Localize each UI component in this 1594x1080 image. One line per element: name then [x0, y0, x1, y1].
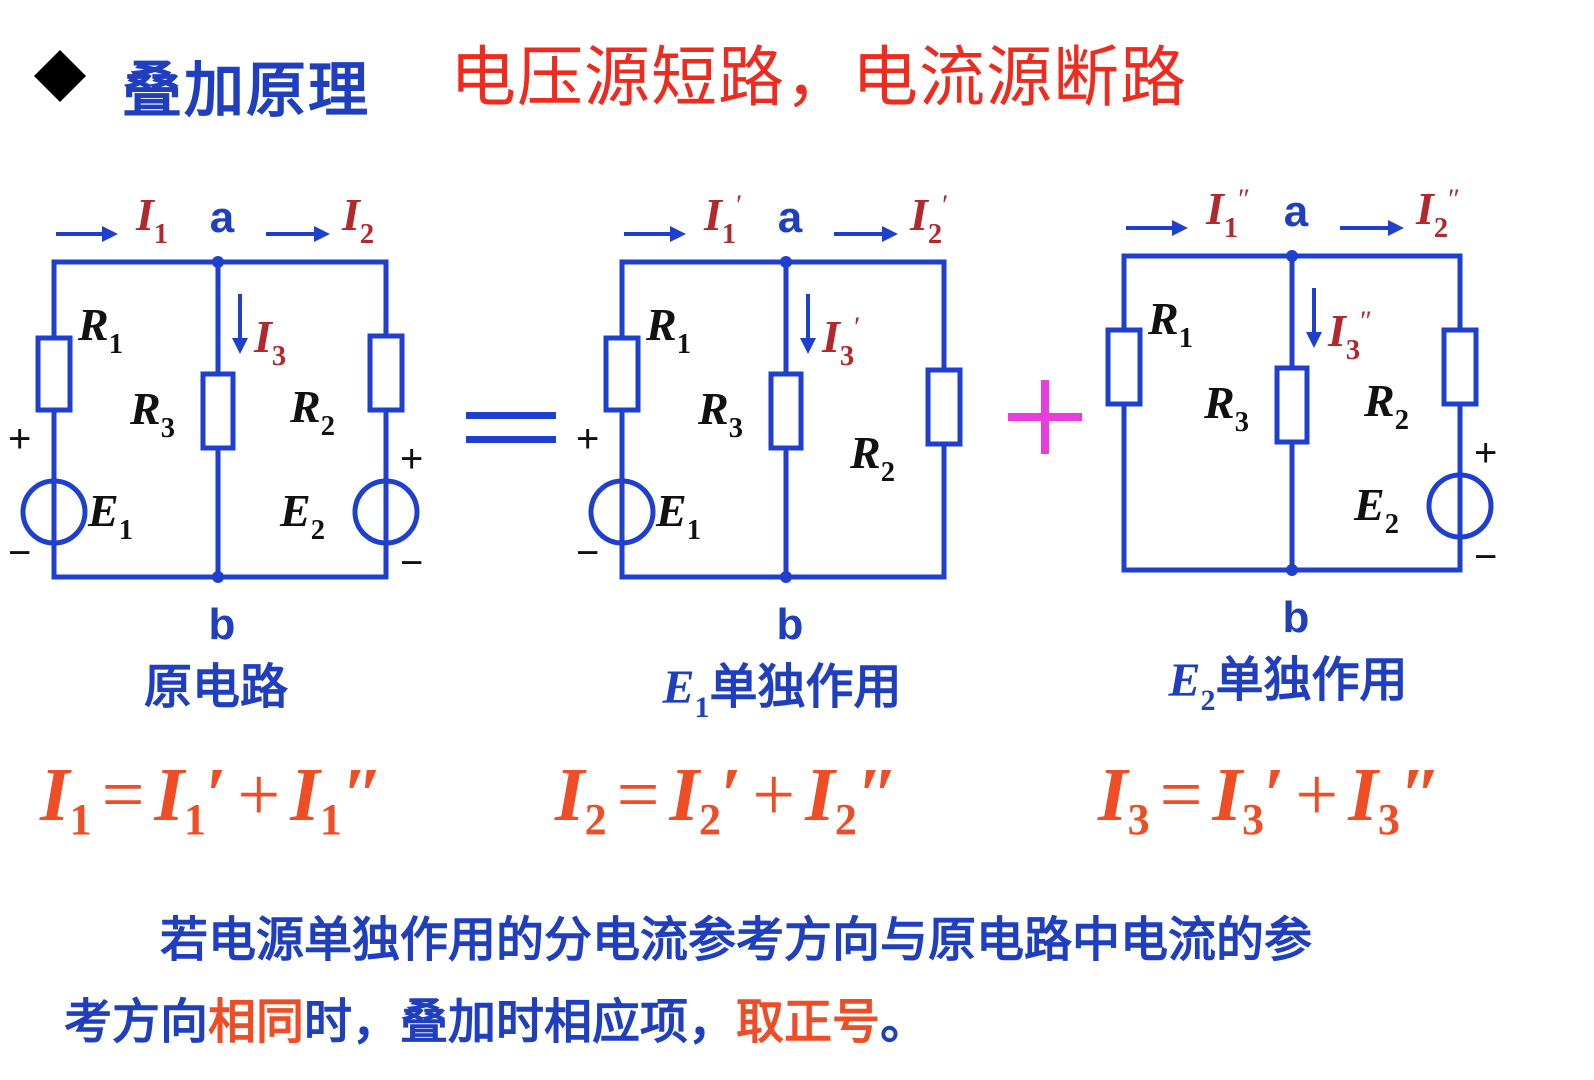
resistor-r1 — [603, 335, 641, 413]
arrow-i1-head — [102, 226, 118, 242]
label-r1: R1 — [77, 299, 123, 360]
note-line-1: 若电源单独作用的分电流参考方向与原电路中电流的参 — [160, 912, 1313, 968]
polarity-plus: + — [1474, 431, 1497, 475]
arrow-i2-head — [882, 226, 898, 242]
arrow-i3-head — [232, 338, 248, 354]
resistor-r2 — [1441, 327, 1479, 407]
polarity-plus: + — [8, 417, 31, 461]
plus-bar-v — [1041, 380, 1049, 454]
voltage-source-e1 — [588, 478, 656, 546]
node-label-a: a — [210, 193, 235, 242]
voltage-source-e2 — [352, 478, 420, 546]
node-dot — [212, 256, 224, 268]
label-i1: I1′ — [703, 189, 742, 250]
caption-source-acting-alone: E2单独作用 — [1167, 654, 1407, 717]
label-i2: I2 — [341, 189, 374, 250]
plus-sign: + — [0, 0, 1082, 454]
label-r1: R1 — [645, 299, 691, 360]
page-subtitle: 电压源短路，电流源断路 — [450, 39, 1187, 116]
label-e1: E1 — [87, 485, 133, 546]
arrow-i2-head — [1388, 220, 1404, 236]
formula-i2: I2=I2′+I2″ — [555, 753, 899, 844]
label-i1: I1″ — [1205, 183, 1250, 244]
diamond-bullet-icon — [34, 50, 86, 102]
node-label-b: b — [209, 600, 236, 649]
voltage-source-e1 — [20, 478, 88, 546]
resistor-r2 — [925, 367, 963, 447]
label-r3: R3 — [129, 383, 175, 444]
plus-text: + — [0, 0, 1, 1]
resistor-r3 — [768, 371, 804, 451]
label-r3: R3 — [697, 383, 743, 444]
node-label-a: a — [778, 193, 803, 242]
voltage-source-e2 — [1426, 472, 1494, 540]
label-i3: I3′ — [821, 311, 860, 372]
label-i3: I3 — [253, 311, 286, 372]
equals-sign: = — [0, 0, 556, 443]
label-i2: I2′ — [909, 189, 948, 250]
label-r2: R2 — [1363, 375, 1409, 436]
caption-source-acting-alone: E1单独作用 — [661, 661, 901, 724]
label-e2: E2 — [1353, 479, 1399, 540]
resistor-r1 — [35, 335, 73, 413]
formula-i1: I1=I1′+I1″ — [40, 753, 384, 844]
label-r1: R1 — [1147, 293, 1193, 354]
formula-i3: I3=I3′+I3″ — [1098, 753, 1442, 844]
polarity-minus: − — [576, 531, 599, 575]
label-i3: I3″ — [1327, 305, 1372, 366]
polarity-minus: − — [1474, 535, 1497, 579]
label-r2: R2 — [289, 381, 335, 442]
polarity-minus: − — [400, 541, 423, 585]
resistor-r3 — [200, 371, 236, 451]
node-dot — [780, 256, 792, 268]
arrow-i2-head — [314, 226, 330, 242]
node-label-a: a — [1284, 187, 1309, 236]
label-r2: R2 — [849, 427, 895, 488]
label-e2: E2 — [279, 485, 325, 546]
polarity-plus: + — [576, 417, 599, 461]
node-dot — [212, 571, 224, 583]
node-dot — [1286, 564, 1298, 576]
label-r3: R3 — [1203, 377, 1249, 438]
arrow-i1-head — [670, 226, 686, 242]
arrow-i1-head — [1172, 220, 1188, 236]
equals-text: = — [0, 0, 1, 1]
polarity-minus: − — [8, 531, 31, 575]
label-e1: E1 — [655, 485, 701, 546]
resistor-r3 — [1274, 365, 1310, 445]
resistor-r2 — [367, 333, 405, 413]
arrow-i3-head — [800, 338, 816, 354]
node-dot — [1286, 250, 1298, 262]
label-i1: I1 — [135, 189, 168, 250]
label-i2: I2″ — [1415, 183, 1460, 244]
resistor-r1 — [1105, 327, 1143, 407]
node-dot — [780, 571, 792, 583]
caption-original-circuit: 原电路 — [144, 661, 289, 714]
equals-bar-top — [466, 412, 556, 419]
node-label-b: b — [777, 600, 804, 649]
equals-bar-bottom — [466, 436, 556, 443]
node-label-b: b — [1283, 593, 1310, 642]
polarity-plus: + — [400, 437, 423, 481]
note-highlight-positive: 取正号 — [736, 994, 881, 1050]
page-title: 叠加原理 — [122, 56, 370, 126]
note-highlight-same: 相同 — [208, 994, 305, 1050]
note-line-2: 考方向相同时，叠加时相应项，取正号。 — [64, 994, 929, 1050]
arrow-i3-head — [1306, 332, 1322, 348]
